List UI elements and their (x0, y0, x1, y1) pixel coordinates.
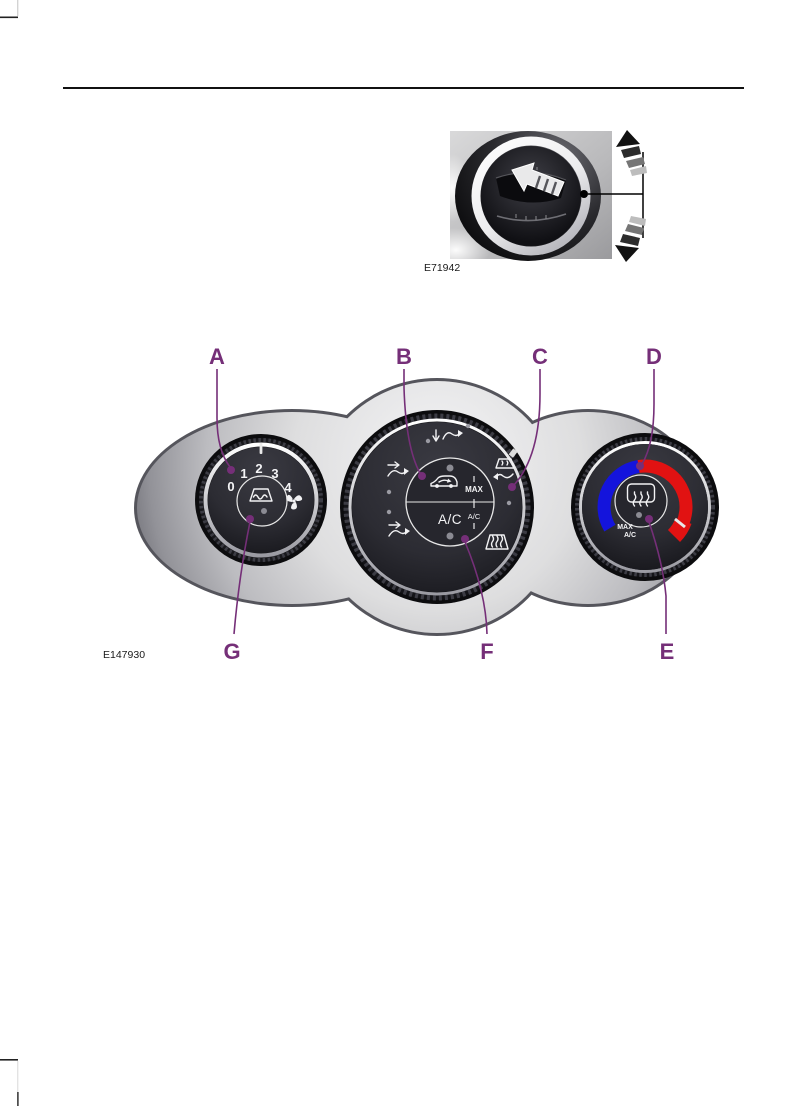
callout-dot-g (246, 515, 254, 523)
recirculation-car-icon (430, 475, 458, 488)
fan-icon (286, 494, 303, 510)
hot-arc-end (667, 517, 692, 542)
temp-max-label: MAX (617, 524, 633, 531)
callout-dot-a (227, 466, 235, 474)
fan-knob-marker-dot (261, 508, 267, 514)
fan-speed-2: 2 (255, 461, 262, 476)
callout-letter-e: E (660, 639, 675, 664)
callout-letter-f: F (480, 639, 493, 664)
panel-vent-icon (387, 461, 409, 477)
vent-figure-code: E71942 (424, 262, 460, 274)
callout-letter-g: G (223, 639, 240, 664)
crop-mark-top-left (0, 0, 19, 19)
distribution-bottom-dot (446, 532, 454, 540)
panel-figure-code: E147930 (103, 649, 145, 661)
fan-speed-1: 1 (240, 466, 247, 481)
defrost-windshield-icon (485, 534, 509, 550)
temp-knob-marker-dot (636, 512, 642, 518)
temp-ac-label: A/C (624, 532, 636, 539)
temperature-knob: MAX A/C (571, 433, 719, 581)
callout-letter-b: B (396, 344, 412, 369)
callout-dot-c (508, 483, 516, 491)
distribution-knob-notch (508, 448, 518, 458)
leader-line-g (233, 521, 251, 635)
windshield-face-icon (493, 458, 515, 480)
leader-line-a (216, 369, 231, 468)
vent-lower-vane (496, 213, 567, 222)
temp-knob-tick (674, 517, 686, 529)
fan-knob-inner-ring (236, 475, 288, 527)
vent-pivot-dot (580, 190, 588, 198)
fan-speed-0: 0 (227, 479, 234, 494)
leader-line-b (403, 369, 421, 474)
fan-speed-4: 4 (284, 480, 292, 495)
callout-dot-b (418, 472, 426, 480)
ac-label: A/C (438, 512, 462, 527)
callout-dot-f (461, 535, 469, 543)
vent-direction-arrow-icon (511, 162, 565, 197)
leader-line-f (464, 541, 488, 635)
callout-dot-e (645, 515, 653, 523)
callout-dot-d (636, 462, 644, 470)
leader-line-e (648, 521, 667, 634)
ac-range-label: A/C (468, 512, 481, 521)
front-demist-icon (249, 488, 273, 502)
crop-mark-bottom-left (0, 1059, 19, 1106)
cold-arc (597, 460, 640, 532)
rotate-up-arrow-icon (616, 130, 647, 176)
climate-panel-figure: 0 1 2 3 4 (103, 344, 719, 664)
rotate-down-arrow-icon (615, 216, 646, 262)
fan-knob: 0 1 2 3 4 (195, 434, 327, 566)
callout-letter-d: D (646, 344, 662, 369)
face-vent-icon (432, 429, 463, 442)
leader-line-d (641, 369, 655, 465)
heated-rear-window-icon (626, 483, 656, 507)
callout-leaders (216, 369, 667, 635)
air-vent-figure: E71942 (422, 130, 647, 274)
fan-speed-3: 3 (271, 466, 278, 481)
max-range-label: MAX (465, 485, 483, 494)
floor-vent-icon (388, 521, 410, 537)
distribution-top-dot (446, 464, 454, 472)
leader-line-c (513, 369, 541, 486)
header-rule (63, 87, 744, 89)
callout-letter-a: A (209, 344, 225, 369)
distribution-position-dots (386, 423, 512, 515)
fan-knob-pointer-tick (259, 443, 263, 454)
distribution-knob: MAX A/C A/C (340, 410, 534, 604)
callout-letter-c: C (532, 344, 548, 369)
